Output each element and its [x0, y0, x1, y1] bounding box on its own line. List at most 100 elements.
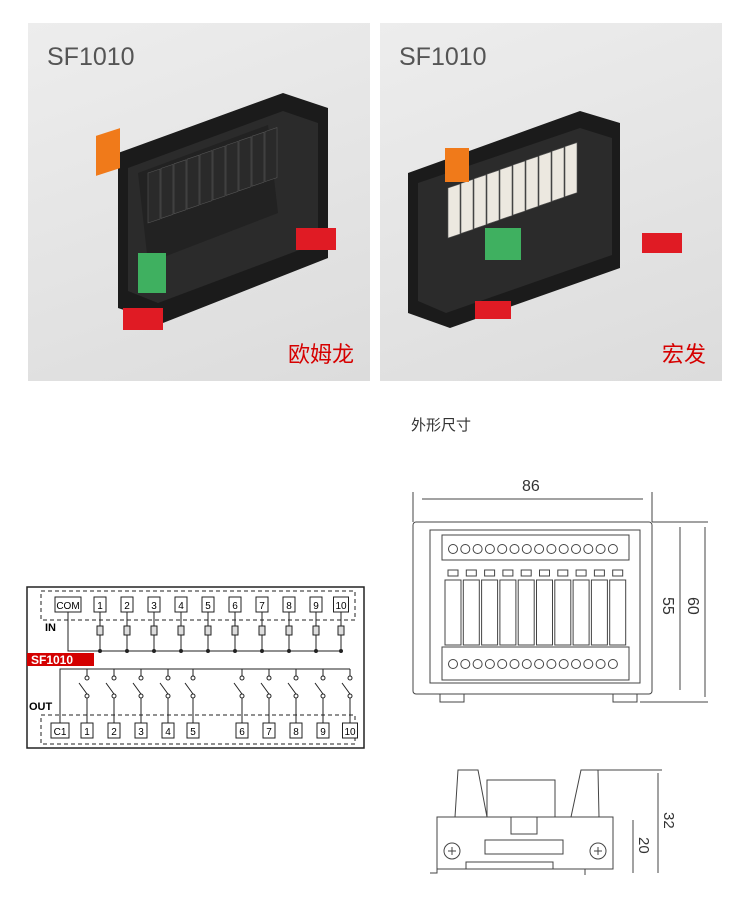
out-terminal-label: 7 [266, 727, 272, 738]
junction [233, 649, 237, 653]
screw-icon [583, 659, 594, 669]
screw-icon [571, 659, 581, 669]
coil-icon [123, 625, 131, 636]
out-terminal-box [134, 722, 148, 739]
junction [260, 649, 264, 653]
switch-icon [314, 682, 324, 695]
out-terminal-label: 3 [138, 727, 144, 738]
out-terminal-box [316, 722, 330, 739]
contact [239, 675, 245, 681]
out-terminal-label: 8 [293, 727, 299, 738]
in-terminal-label: 5 [205, 601, 211, 612]
relay [225, 140, 239, 196]
out-terminal-box [107, 722, 121, 739]
junction [152, 649, 156, 653]
relay-led [575, 569, 587, 577]
screw-icon [484, 544, 495, 554]
screw-icon [521, 659, 532, 669]
junction [98, 649, 102, 653]
junction [339, 649, 343, 653]
in-terminal-box [201, 596, 215, 613]
in-terminal-label: 4 [178, 601, 184, 612]
junction [125, 649, 129, 653]
model-label: SF1010 [399, 43, 487, 71]
front-view-drawing [412, 492, 708, 703]
relay-outline [572, 579, 590, 646]
out-terminal-box [50, 722, 70, 739]
relay [551, 146, 565, 202]
relay-led [593, 569, 605, 577]
relay-outline [536, 579, 553, 646]
photo-hongfa: SF1010 宏发 [380, 23, 722, 381]
out-label: OUT [29, 701, 53, 713]
coil-icon [337, 625, 345, 636]
relay-board-image [408, 111, 682, 328]
coil-icon [204, 625, 212, 636]
relay [251, 131, 265, 187]
relay-board-image [96, 93, 336, 330]
outer-height-dimension: 60 [684, 597, 701, 615]
relay [512, 160, 526, 216]
out-terminal-label: 5 [190, 727, 196, 738]
relay-outline [481, 579, 499, 646]
contact [293, 693, 299, 699]
in-terminal-label: COM [56, 601, 79, 612]
out-terminal-label: 10 [344, 727, 356, 738]
contact [347, 675, 353, 681]
in-terminal-box [93, 596, 107, 613]
out-terminal-label: 9 [320, 727, 326, 738]
out-terminal-label: 1 [84, 727, 90, 738]
coil-icon [96, 625, 104, 636]
contact [293, 675, 299, 681]
contact [320, 693, 326, 699]
relay-led [520, 569, 532, 577]
screw-icon [460, 544, 471, 554]
out-terminal-label: 2 [111, 727, 117, 738]
screw-icon [595, 544, 606, 554]
relay-outline [517, 579, 535, 646]
switch-icon [233, 682, 243, 695]
in-terminal-box [309, 596, 323, 613]
contact [266, 693, 272, 699]
screw-icon [558, 659, 569, 669]
screw-icon [484, 659, 495, 669]
out-terminal-label: C1 [54, 727, 67, 738]
contact [111, 693, 117, 699]
screw-icon [571, 544, 581, 554]
screw-icon [448, 544, 458, 554]
total-depth-dimension: 32 [660, 812, 677, 829]
contact [320, 675, 326, 681]
relay [486, 169, 500, 225]
relay [473, 174, 487, 230]
contact [266, 675, 272, 681]
in-terminal-box [174, 596, 188, 613]
screw-icon [509, 544, 520, 554]
junction [206, 649, 210, 653]
in-label: IN [45, 622, 56, 634]
contact [347, 693, 353, 699]
junction [287, 649, 291, 653]
relay [173, 159, 187, 215]
model-label: SF1010 [47, 43, 135, 71]
relay-outline [444, 579, 462, 646]
switch-icon [105, 682, 115, 695]
relay [160, 163, 174, 219]
switch-icon [287, 682, 297, 695]
side-view-drawing [430, 769, 662, 875]
screw-icon [521, 544, 532, 554]
relay [264, 127, 278, 183]
screw-icon [607, 544, 618, 554]
contact [84, 693, 90, 699]
contact [165, 693, 171, 699]
relay-outline [499, 579, 517, 646]
relay-outline [590, 579, 608, 646]
contact [84, 675, 90, 681]
contact [190, 675, 196, 681]
in-terminal-label: 8 [286, 601, 292, 612]
wiring-diagram [26, 586, 365, 749]
relay [212, 145, 226, 201]
coil-icon [312, 625, 320, 636]
switch-icon [132, 682, 142, 695]
coil-icon [177, 625, 185, 636]
